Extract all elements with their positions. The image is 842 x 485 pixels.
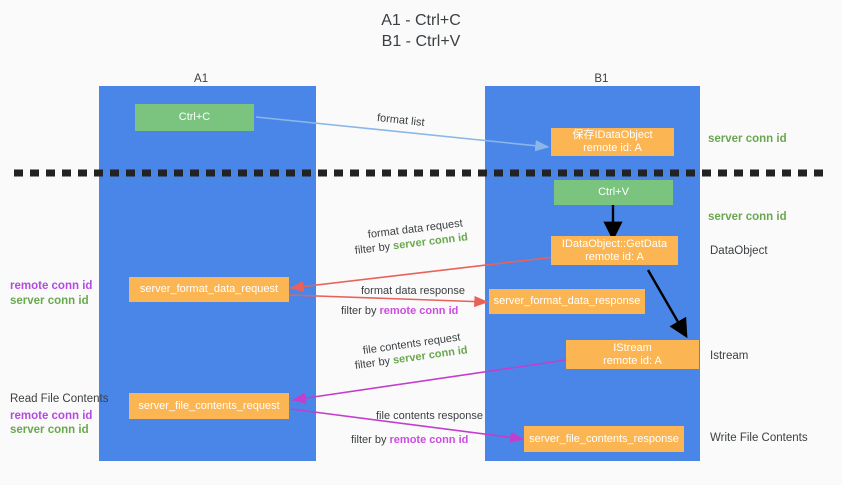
annotation-file-contents-response-filter-value: remote conn id [389, 434, 469, 446]
box-istream[interactable]: IStream remote id: A [566, 340, 699, 369]
label-format-remote-conn-id: remote conn id [10, 280, 93, 292]
annotation-format-data-response-filter-prefix: filter by [341, 305, 380, 317]
page-title-line1: A1 - Ctrl+C [381, 12, 461, 29]
label-file-server-conn-id: server conn id [10, 424, 89, 436]
annotation-format-data-response-filter: filter by remote conn id [341, 304, 458, 319]
box-save-idataobject[interactable]: 保存IDataObject remote id: A [551, 128, 674, 156]
annotation-file-contents-response: file contents response [376, 410, 484, 422]
arrow-format-list [255, 116, 550, 152]
label-server-conn-id-top: server conn id [708, 133, 787, 145]
column-header-a1-name: A1 [194, 73, 209, 85]
label-format-server-conn-id: server conn id [10, 295, 89, 307]
box-server-format-data-request[interactable]: server_format_data_request [129, 277, 289, 302]
column-header-b1-name: B1 [594, 73, 609, 85]
arrow-format-data-response [288, 294, 489, 308]
label-server-conn-id-mid: server conn id [708, 211, 787, 223]
annotation-file-contents-response-filter-prefix: filter by [351, 434, 390, 446]
annotation-format-data-request-filter-prefix: filter by [354, 240, 394, 257]
annotation-file-contents-request-filter-prefix: filter by [354, 354, 394, 372]
arrow-getdata-to-istream [646, 269, 688, 339]
annotation-format-data-response: format data response [361, 285, 465, 297]
label-file-remote-conn-id: remote conn id [10, 410, 93, 422]
box-server-file-contents-response[interactable]: server_file_contents_response [524, 426, 684, 452]
box-server-file-contents-request[interactable]: server_file_contents_request [129, 393, 289, 419]
box-ctrl-c[interactable]: Ctrl+C [135, 104, 254, 131]
label-istream: Istream [710, 350, 749, 362]
arrow-file-contents-response [290, 408, 525, 443]
label-read-file-contents: Read File Contents [10, 393, 109, 405]
arrow-file-contents-request [291, 359, 567, 404]
page-title: A1 - Ctrl+C B1 - Ctrl+V [0, 10, 842, 52]
box-server-format-data-response[interactable]: server_format_data_response [489, 289, 645, 314]
annotation-file-contents-response-filter: filter by remote conn id [351, 433, 468, 448]
label-write-file-contents: Write File Contents [710, 432, 808, 444]
box-idataobject-getdata[interactable]: IDataObject::GetData remote id: A [551, 236, 678, 265]
label-dataobject: DataObject [710, 245, 768, 257]
box-ctrl-v[interactable]: Ctrl+V [554, 180, 673, 205]
page-title-line2: B1 - Ctrl+V [381, 33, 461, 50]
annotation-format-data-response-filter-value: remote conn id [379, 305, 459, 317]
arrow-format-data-request [289, 256, 555, 293]
